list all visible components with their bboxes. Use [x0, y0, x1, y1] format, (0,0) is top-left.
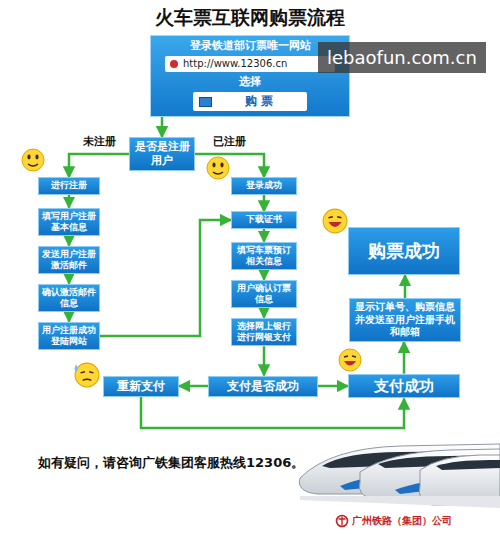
flow-arrow — [404, 275, 407, 298]
node-text: 支付成功 — [352, 377, 456, 396]
process-box: 登录成功 — [231, 177, 297, 194]
flow-arrow — [179, 385, 208, 388]
flow-arrow — [318, 385, 348, 388]
process-box: 填写车票预订相关信息 — [231, 242, 297, 271]
node-text: 填写车票预订相关信息 — [235, 245, 293, 268]
node-text: 显示订单号、购票信息并发送至用户注册手机和邮箱 — [353, 301, 457, 339]
watermark: lebaofun.com.cn — [318, 42, 486, 73]
node-text: 选择 — [159, 75, 341, 89]
flow-arrow — [100, 220, 231, 336]
node-text: 选择网上银行进行网银支付 — [235, 321, 293, 344]
flow-arrow — [141, 397, 404, 429]
process-box: 填写用户注册基本信息 — [38, 208, 100, 237]
flow-arrow — [263, 346, 266, 375]
flow-arrow — [161, 117, 164, 137]
train-picture — [299, 444, 500, 508]
node-text: http://www.12306.cn — [165, 56, 335, 73]
process-box: 下载证书 — [231, 211, 297, 228]
node-text: 用户确认订票信息 — [235, 283, 293, 306]
process-box: 重新支付 — [103, 376, 179, 397]
node-text: 用户注册成功登陆网站 — [42, 325, 96, 348]
flow-arrow — [263, 195, 266, 212]
flow-arrow — [69, 154, 129, 177]
process-box: 购票成功 — [348, 227, 460, 275]
node-text: 是否是注册用户 — [133, 140, 191, 168]
node-text: 支付是否成功 — [212, 379, 314, 394]
node-text: 发送用户注册激活邮件 — [42, 249, 96, 272]
node-text: 填写用户注册基本信息 — [42, 211, 96, 234]
node-text: 下载证书 — [235, 214, 293, 225]
flow-arrow — [263, 270, 266, 280]
edge-label: 已注册 — [211, 134, 248, 149]
company-name: 广州铁路（集团）公司 — [352, 514, 452, 528]
flow-arrow — [68, 236, 71, 246]
process-box: 用户确认订票信息 — [231, 280, 297, 309]
process-box: 确认激活邮件信息 — [38, 284, 100, 313]
process-box: 选择网上银行进行网银支付 — [231, 318, 297, 347]
node-text: 确认激活邮件信息 — [42, 287, 96, 310]
flow-arrow — [403, 342, 406, 374]
flow-arrow — [68, 195, 71, 208]
node-text: 重新支付 — [107, 379, 175, 394]
railway-logo — [337, 516, 348, 527]
process-box: 支付是否成功 — [208, 376, 318, 397]
process-box: 用户注册成功登陆网站 — [38, 322, 100, 351]
flow-arrow — [263, 308, 266, 318]
node-text: 购票成功 — [352, 240, 456, 263]
edge-label: 未注册 — [81, 134, 118, 149]
flow-arrow — [68, 274, 71, 284]
flow-arrow — [195, 154, 264, 177]
node-text: 购 票 — [193, 92, 307, 111]
decision-box: 是否是注册用户 — [129, 137, 195, 171]
node-text: 登录铁道部订票唯一网站 — [159, 39, 341, 53]
process-box: 支付成功 — [348, 374, 460, 399]
process-box: 发送用户注册激活邮件 — [38, 246, 100, 275]
process-box: 显示订单号、购票信息并发送至用户注册手机和邮箱 — [349, 298, 461, 342]
footer-note: 如有疑问，请咨询广铁集团客服热线12306。 — [38, 454, 304, 472]
emoji-faces — [22, 149, 361, 387]
flow-arrow — [68, 312, 71, 322]
node-text: 进行注册 — [42, 180, 96, 191]
node-text: 登录成功 — [235, 180, 293, 191]
flow-arrow — [263, 229, 266, 242]
process-box: 进行注册 — [38, 177, 100, 194]
diagram-title: 火车票互联网购票流程 — [0, 5, 500, 31]
